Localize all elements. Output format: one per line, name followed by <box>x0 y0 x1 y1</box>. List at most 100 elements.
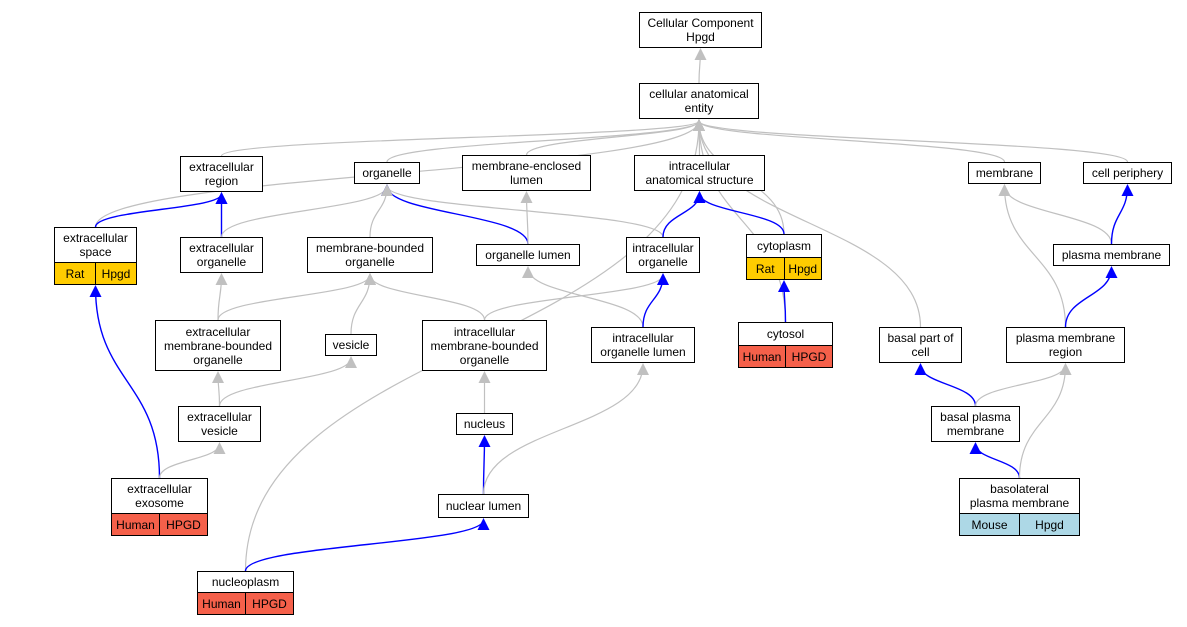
edge-is-a <box>998 184 1113 245</box>
species-cell: Human <box>198 593 245 614</box>
node-label: nuclear lumen <box>445 499 522 513</box>
node-extracellular-organelle[interactable]: extracellular organelle <box>180 237 263 273</box>
edge-is-a <box>522 266 644 328</box>
edge-is-a <box>220 119 705 157</box>
edge-is-a <box>220 184 393 238</box>
node-label: extracellular space <box>63 231 128 259</box>
node-membrane-enclosed-lumen[interactable]: membrane-enclosed lumen <box>462 155 591 191</box>
edge-part-of <box>244 518 490 572</box>
node-label: cellular anatomical entity <box>649 87 749 115</box>
node-label: organelle <box>362 166 412 180</box>
annotation-row: Rat Hpgd <box>747 257 821 279</box>
node-label: vesicle <box>332 338 370 352</box>
species-cell: Rat <box>55 263 95 284</box>
edge-part-of <box>94 192 228 228</box>
annotation-row: Human HPGD <box>112 513 207 535</box>
node-label: extracellular organelle <box>189 241 254 269</box>
node-label: cytosol <box>766 327 805 341</box>
node-label: membrane <box>975 166 1034 180</box>
node-label: extracellular exosome <box>127 482 192 510</box>
node-cellular-anatomical-entity[interactable]: cellular anatomical entity <box>639 83 759 119</box>
edge-part-of <box>693 191 785 235</box>
edge-is-a <box>212 371 225 407</box>
node-label: plasma membrane region <box>1015 331 1116 359</box>
species-cell: Rat <box>747 258 784 279</box>
node-extracellular-region[interactable]: extracellular region <box>180 156 263 192</box>
edge-part-of <box>381 184 529 245</box>
node-label: membrane-enclosed lumen <box>471 159 582 187</box>
edge-is-a <box>158 442 226 479</box>
node-cellular-component[interactable]: Cellular Component Hpgd <box>639 12 762 48</box>
node-intracellular-membrane-bounded-organelle[interactable]: intracellular membrane-bounded organelle <box>422 320 547 371</box>
node-intracellular-anatomical-structure[interactable]: intracellular anatomical structure <box>634 155 765 191</box>
gene-cell: Hpgd <box>1019 514 1079 535</box>
species-cell: Human <box>112 514 159 535</box>
gene-cell: HPGD <box>159 514 207 535</box>
edge-is-a <box>483 273 669 321</box>
edge-is-a <box>1018 363 1072 479</box>
node-basal-part-of-cell[interactable]: basal part of cell <box>879 327 962 363</box>
edge-is-a <box>525 119 705 156</box>
edge-is-a <box>215 273 228 321</box>
node-label: cell periphery <box>1091 166 1164 180</box>
edge-is-a <box>386 119 705 163</box>
node-label: nucleoplasm <box>211 575 280 589</box>
node-plasma-membrane[interactable]: plasma membrane <box>1053 244 1170 266</box>
node-nucleoplasm[interactable]: nucleoplasm Human HPGD <box>197 571 294 615</box>
node-cytoplasm[interactable]: cytoplasm Rat Hpgd <box>746 234 822 280</box>
node-basolateral-plasma-membrane[interactable]: basolateral plasma membrane Mouse Hpgd <box>959 478 1080 536</box>
edge-part-of <box>1110 184 1134 245</box>
node-plasma-membrane-region[interactable]: plasma membrane region <box>1006 327 1125 363</box>
node-label: intracellular organelle lumen <box>600 331 686 359</box>
node-label: extracellular region <box>189 160 254 188</box>
gene-cell: Hpgd <box>95 263 136 284</box>
node-extracellular-membrane-bounded-organelle[interactable]: extracellular membrane-bounded organelle <box>155 320 281 371</box>
edge-part-of <box>642 273 669 328</box>
annotation-row: Human HPGD <box>739 345 832 367</box>
node-label: intracellular membrane-bounded organelle <box>430 324 539 367</box>
node-label: intracellular organelle <box>632 241 694 269</box>
node-nuclear-lumen[interactable]: nuclear lumen <box>438 494 529 518</box>
node-vesicle[interactable]: vesicle <box>325 334 377 356</box>
node-membrane-bounded-organelle[interactable]: membrane-bounded organelle <box>307 237 433 273</box>
node-label: organelle lumen <box>485 248 571 262</box>
node-cytosol[interactable]: cytosol Human HPGD <box>738 322 833 368</box>
gene-cell: HPGD <box>245 593 293 614</box>
edge-is-a <box>693 119 922 328</box>
node-label: cytoplasm <box>756 239 812 253</box>
edge-is-a <box>218 356 357 407</box>
gene-cell: Hpgd <box>783 258 821 279</box>
species-cell: Mouse <box>960 514 1019 535</box>
node-organelle[interactable]: organelle <box>354 162 420 184</box>
edge-part-of <box>778 280 791 323</box>
edge-is-a <box>693 119 1006 163</box>
node-label: membrane-bounded organelle <box>315 241 425 269</box>
species-cell: Human <box>739 346 785 367</box>
node-basal-plasma-membrane[interactable]: basal plasma membrane <box>931 406 1020 442</box>
node-intracellular-organelle[interactable]: intracellular organelle <box>626 237 700 273</box>
node-extracellular-vesicle[interactable]: extracellular vesicle <box>178 406 261 442</box>
edge-is-a <box>974 363 1072 407</box>
node-extracellular-space[interactable]: extracellular space Rat Hpgd <box>54 227 137 285</box>
node-label: basolateral plasma membrane <box>969 482 1070 510</box>
edge-is-a <box>381 184 664 238</box>
annotation-row: Human HPGD <box>198 592 293 614</box>
node-label: plasma membrane <box>1061 248 1162 262</box>
node-label: intracellular anatomical structure <box>645 159 754 187</box>
node-membrane[interactable]: membrane <box>968 162 1041 184</box>
node-cell-periphery[interactable]: cell periphery <box>1083 162 1172 184</box>
edge-is-a <box>217 273 376 321</box>
node-label: basal part of cell <box>887 331 954 359</box>
node-intracellular-organelle-lumen[interactable]: intracellular organelle lumen <box>591 327 695 363</box>
edge-is-a <box>369 184 393 238</box>
node-label: Cellular Component Hpgd <box>647 16 754 44</box>
edge-part-of <box>969 442 1021 479</box>
node-organelle-lumen[interactable]: organelle lumen <box>476 244 580 266</box>
edge-part-of <box>89 285 161 479</box>
node-extracellular-exosome[interactable]: extracellular exosome Human HPGD <box>111 478 208 536</box>
edge-is-a <box>364 273 486 321</box>
node-label: basal plasma membrane <box>940 410 1011 438</box>
edge-is-a <box>694 48 707 84</box>
node-nucleus[interactable]: nucleus <box>456 413 513 435</box>
